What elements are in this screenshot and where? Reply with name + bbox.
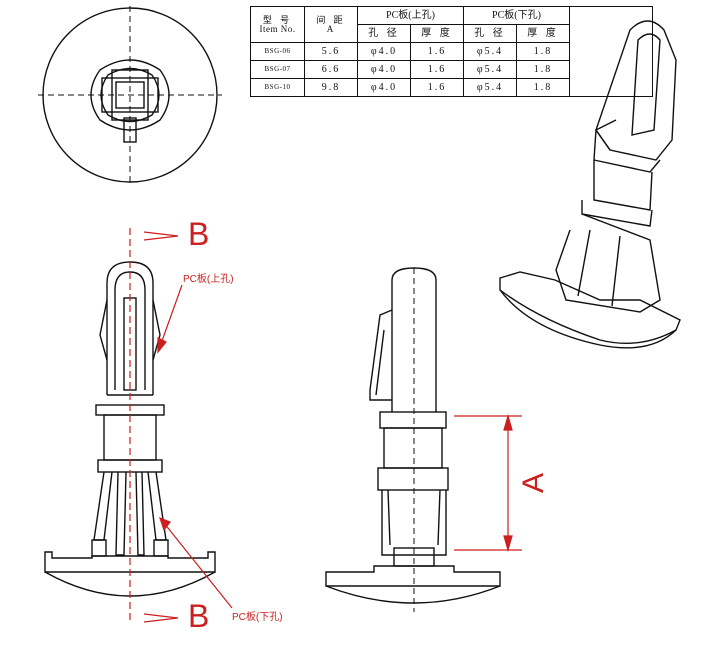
pc-upper-header: PC板(上孔): [357, 6, 464, 25]
section-label-top: B: [188, 216, 210, 252]
spacing-cell: 6.6: [304, 60, 358, 79]
lower-thickness-header: 厚 度: [516, 24, 570, 43]
spacing-header: 间 距 A: [304, 6, 358, 43]
lower-hole-cell: φ5.4: [463, 78, 517, 97]
top-view: [38, 6, 222, 186]
lower-thickness-cell: 1.8: [516, 78, 570, 97]
pc-upper-hole-label: PC板(上孔): [183, 274, 234, 285]
spacing-cell: 9.8: [304, 78, 358, 97]
upper-hole-cell: φ4.0: [357, 78, 411, 97]
table-row: BSG-07 6.6 φ4.0 1.6 φ5.4 1.8: [250, 60, 653, 79]
spacing-header-cn: 间 距: [316, 14, 346, 25]
model-header-en: Item No.: [259, 23, 296, 34]
upper-thickness-cell: 1.6: [410, 60, 464, 79]
spec-table: 型 号 Item No. 间 距 A PC板(上孔) PC板(下孔) 孔 径 厚…: [250, 6, 653, 97]
upper-hole-cell: φ4.0: [357, 60, 411, 79]
section-label-bottom: B: [188, 598, 210, 634]
lower-hole-cell: φ5.4: [463, 60, 517, 79]
table-row: BSG-06 5.6 φ4.0 1.6 φ5.4 1.8: [250, 42, 653, 61]
lower-hole-header: 孔 径: [463, 24, 517, 43]
item-cell: BSG-07: [250, 60, 305, 79]
lower-thickness-cell: 1.8: [516, 60, 570, 79]
pc-lower-header: PC板(下孔): [463, 6, 570, 25]
lower-hole-cell: φ5.4: [463, 42, 517, 61]
upper-thickness-header: 厚 度: [410, 24, 464, 43]
side-view: [325, 267, 501, 612]
upper-thickness-cell: 1.6: [410, 78, 464, 97]
upper-hole-header: 孔 径: [357, 24, 411, 43]
item-cell: BSG-06: [250, 42, 305, 61]
dimension-a-label: A: [517, 472, 551, 494]
item-cell: BSG-10: [250, 78, 305, 97]
spacing-header-sym: A: [326, 23, 336, 34]
blank-cell: [569, 6, 653, 97]
upper-thickness-cell: 1.6: [410, 42, 464, 61]
upper-hole-cell: φ4.0: [357, 42, 411, 61]
model-header: 型 号 Item No.: [250, 6, 305, 43]
spacing-cell: 5.6: [304, 42, 358, 61]
table-row: BSG-10 9.8 φ4.0 1.6 φ5.4 1.8: [250, 78, 653, 97]
model-header-cn: 型 号: [262, 14, 293, 25]
lower-thickness-cell: 1.8: [516, 42, 570, 61]
pc-lower-hole-label: PC板(下孔): [232, 612, 283, 623]
